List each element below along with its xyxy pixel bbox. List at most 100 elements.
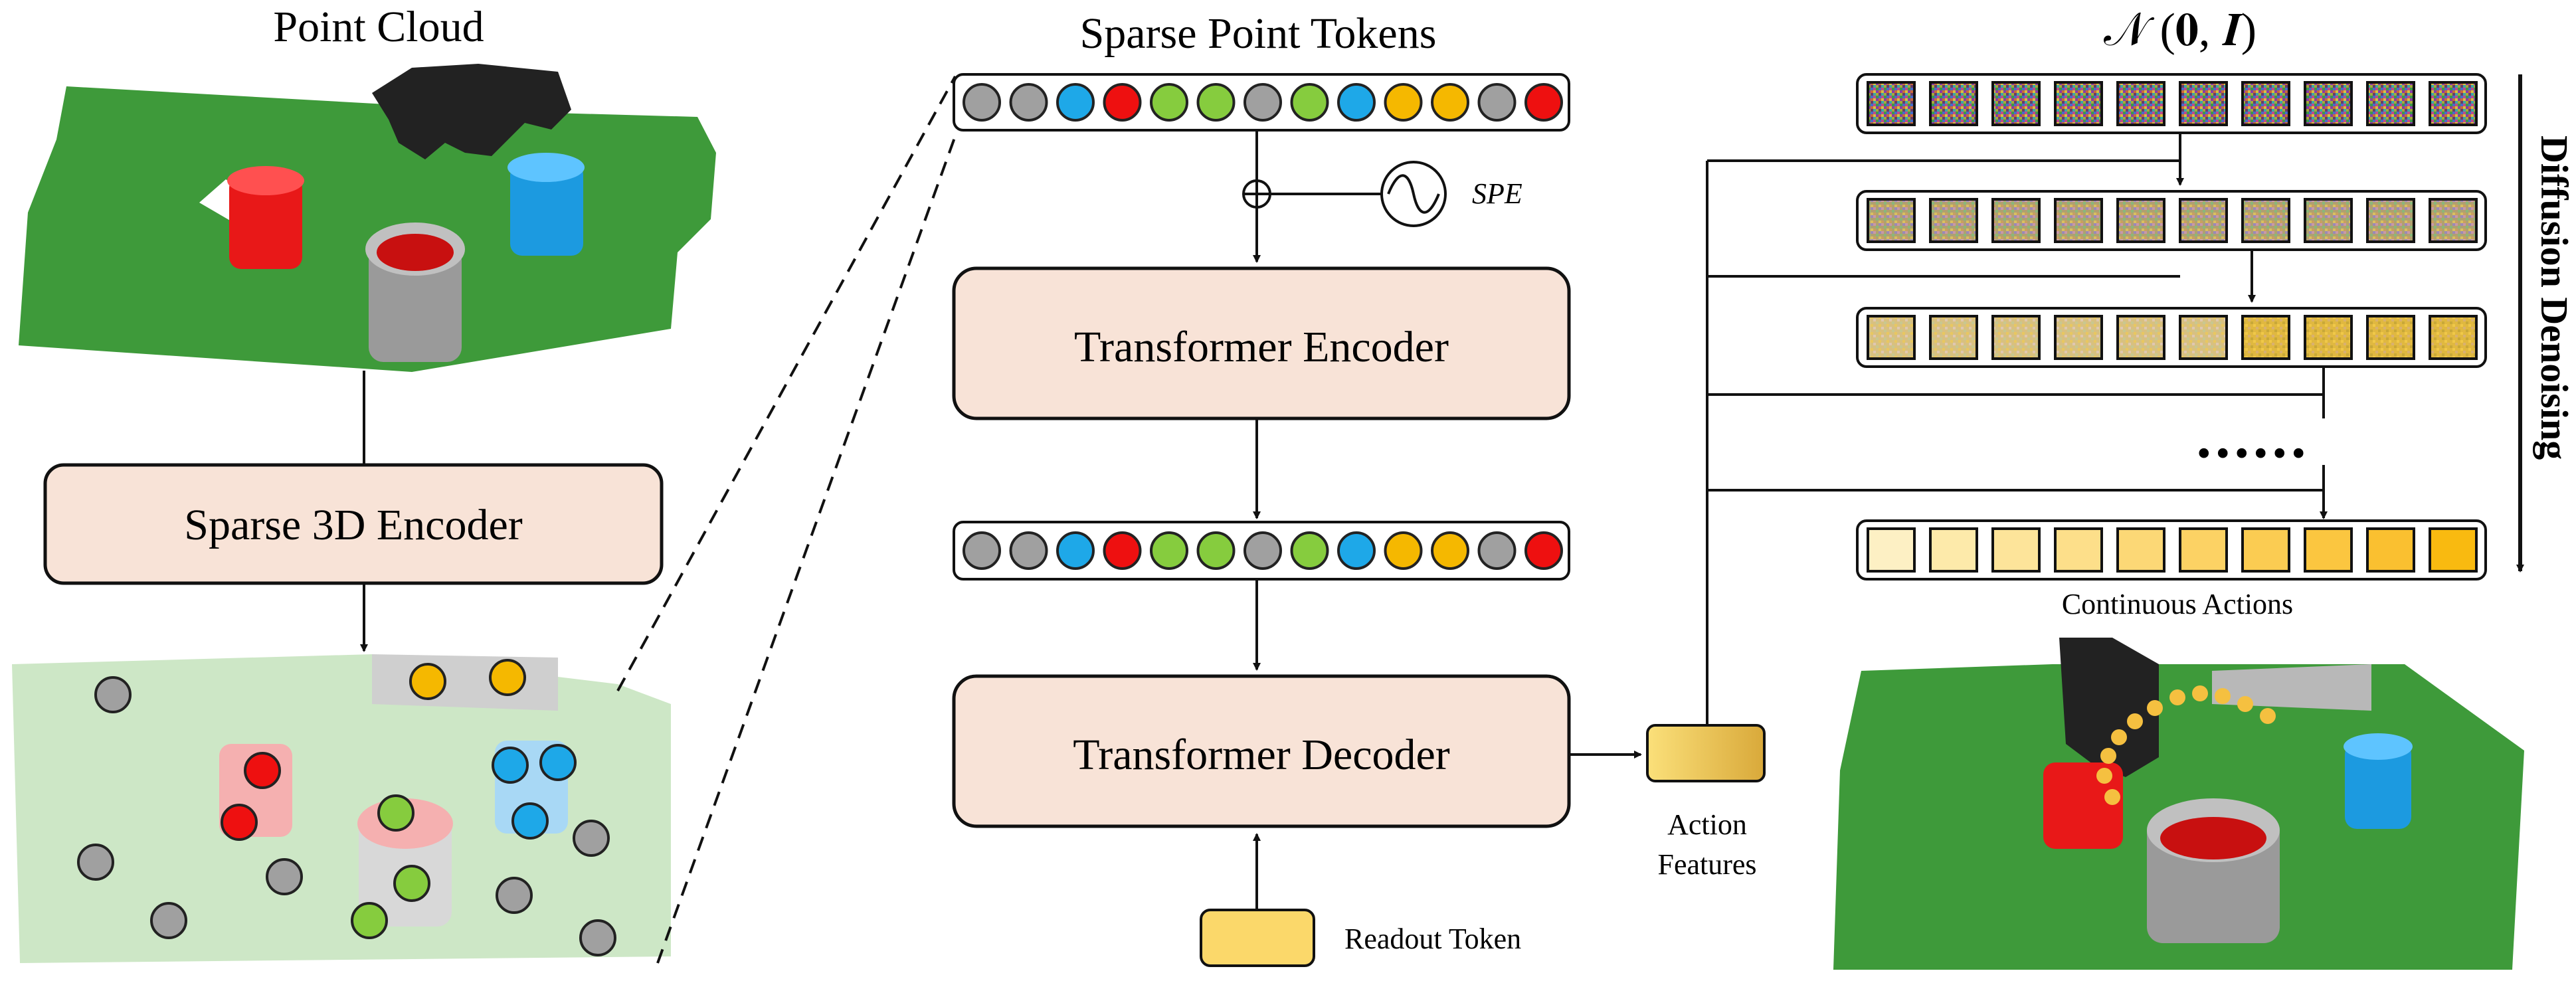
cloud-token (94, 676, 132, 713)
noise-chunk (2116, 81, 2165, 126)
cloud-token (244, 752, 281, 789)
point-token (1243, 83, 1282, 122)
point-token (1009, 83, 1048, 122)
conditioning-lines (1706, 159, 2324, 725)
action-chunk (1867, 527, 1916, 573)
point-token (1150, 83, 1188, 122)
trajectory-dots (2096, 685, 2276, 805)
noise-distribution-label: 𝒩 (𝟎, 𝑰) (2104, 5, 2256, 56)
noise-chunk (1867, 198, 1916, 243)
point-token (1337, 83, 1376, 122)
point-token (1103, 83, 1142, 122)
noise-chunk (2179, 81, 2228, 126)
predicted-trajectory-scene (1833, 638, 2524, 970)
noise-chunk (2429, 315, 2478, 360)
cloud-token (579, 919, 616, 956)
point-token (1384, 83, 1423, 122)
noise-chunk (2054, 198, 2103, 243)
noise-chunk (2179, 315, 2228, 360)
sparse-point-tokens-title: Sparse Point Tokens (1080, 9, 1437, 58)
point-token (1103, 531, 1142, 570)
trajectory-point (2104, 789, 2120, 805)
zoom-line-bottom (656, 135, 957, 964)
red-cup-2 (2043, 762, 2123, 849)
noise-chunk (2116, 315, 2165, 360)
trajectory-point (2127, 713, 2143, 729)
noise-chunk (1867, 81, 1916, 126)
action-chunk (1991, 527, 2041, 573)
point-token (1337, 531, 1376, 570)
point-token (1196, 531, 1236, 570)
metal-bucket (369, 246, 462, 362)
noise-chunk (2054, 315, 2103, 360)
noise-chunk (2366, 81, 2415, 126)
readout-token-label: Readout Token (1344, 923, 1521, 955)
point-token (1431, 83, 1469, 122)
noise-chunk (1991, 198, 2041, 243)
point-token (963, 531, 1001, 570)
point-token (963, 83, 1001, 122)
trajectory-point (2111, 729, 2127, 745)
red-cup (229, 176, 302, 269)
noise-chunk (1929, 315, 1978, 360)
noise-chunk (2241, 81, 2290, 126)
cloud-token (351, 902, 388, 939)
cloud-token (377, 794, 414, 832)
sparse-3d-encoder-box (43, 463, 664, 585)
cloud-token (393, 865, 430, 902)
readout-token (1200, 909, 1315, 967)
trajectory-point (2192, 685, 2208, 701)
point-token (1290, 83, 1329, 122)
cloud-token (77, 844, 114, 881)
transformer-decoder-box (952, 674, 1571, 828)
cloud-token (489, 659, 526, 696)
noise-chunk (1929, 81, 1978, 126)
noise-chunk (2366, 315, 2415, 360)
diffusion-steps (1856, 73, 2487, 581)
gripper-shape-2 (2059, 638, 2159, 777)
continuous-actions-label: Continuous Actions (2062, 588, 2293, 620)
cloud-token (221, 804, 258, 841)
noise-chunk (1991, 315, 2041, 360)
trajectory-point (2260, 708, 2276, 724)
point-token (1150, 531, 1188, 570)
point-token (1524, 531, 1563, 570)
action-chunk (2179, 527, 2228, 573)
cloud-token (539, 744, 577, 781)
cloud-token (573, 820, 610, 857)
transformer-encoder-box (952, 266, 1571, 420)
action-features-label-2: Features (1657, 848, 1756, 881)
noise-chunk (2241, 315, 2290, 360)
trajectory-point (2100, 748, 2116, 764)
noise-chunk (1991, 81, 2041, 126)
point-token (1196, 83, 1236, 122)
zoom-line-top (616, 76, 957, 691)
action-chunk (2116, 527, 2165, 573)
point-token (1477, 83, 1517, 122)
gripper-shape (372, 64, 571, 159)
point-token (1056, 531, 1095, 570)
point-token (1056, 83, 1095, 122)
trajectory-point (2237, 696, 2253, 712)
point-token (1290, 531, 1329, 570)
action-chunk (2304, 527, 2353, 573)
point-token (1431, 531, 1469, 570)
action-chunk (1929, 527, 1978, 573)
noise-chunk (2116, 198, 2165, 243)
trajectory-point (2147, 700, 2163, 716)
action-features-token (1646, 724, 1766, 782)
diffusion-denoising-label: Diffusion Denoising (2533, 135, 2576, 460)
token-strip-top (953, 73, 1570, 132)
action-chunk (2429, 527, 2478, 573)
noise-chunk (2429, 198, 2478, 243)
noise-chunk (2054, 81, 2103, 126)
transformer-decoder-label: Transformer Decoder (1073, 731, 1450, 779)
trajectory-point (2169, 689, 2185, 705)
noise-chunk (2304, 81, 2353, 126)
noise-chunk (2366, 198, 2415, 243)
noise-chunk (2241, 198, 2290, 243)
point-token (1009, 531, 1048, 570)
point-cloud-image (19, 64, 716, 372)
cloud-token (492, 747, 529, 784)
